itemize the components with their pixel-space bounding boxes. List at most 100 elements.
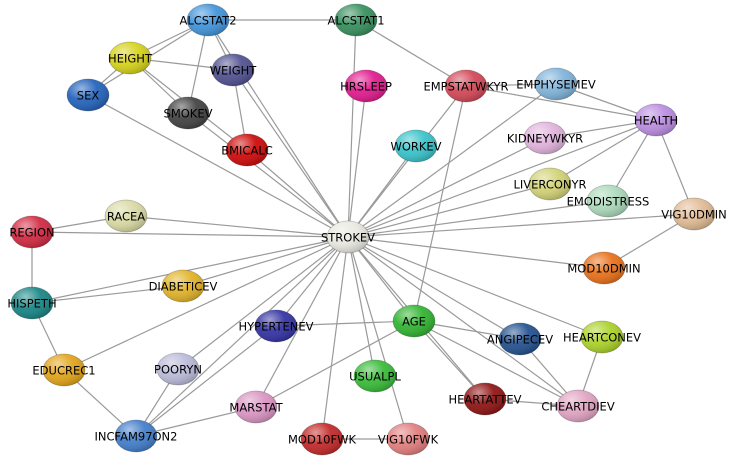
edge-vig10fwk-strokev: [347, 236, 409, 440]
edge-age-strokev: [347, 236, 415, 322]
node-region[interactable]: REGION: [9, 215, 55, 249]
node-sheen: [67, 79, 109, 111]
node-sheen: [445, 70, 487, 102]
edge-heartconev-strokev: [347, 236, 603, 338]
edge-bmicalc-strokev: [246, 149, 349, 238]
edge-age-marstat: [255, 320, 415, 408]
node-vig10dmin[interactable]: VIG10DMIN: [661, 197, 727, 231]
node-racea[interactable]: RACEA: [104, 199, 148, 233]
node-sheen: [301, 423, 343, 455]
node-sheen: [587, 185, 629, 217]
node-sheen: [335, 4, 377, 36]
node-sheen: [255, 310, 297, 342]
node-empstatwkyr[interactable]: EMPSTATWKYR: [423, 69, 509, 103]
edge-cheartdiev-strokev: [347, 236, 579, 407]
node-emodistress[interactable]: EMODISTRESS: [567, 184, 650, 218]
node-workev[interactable]: WORKEV: [390, 129, 442, 163]
edge-kidneywkyr-strokev: [347, 137, 546, 238]
node-sheen: [212, 54, 254, 86]
edge-angipecev-strokev: [347, 236, 521, 340]
node-sheen: [387, 423, 429, 455]
node-usualpl[interactable]: USUALPL: [349, 359, 401, 393]
edge-liverconyr-strokev: [347, 183, 551, 238]
node-height[interactable]: HEIGHT: [108, 41, 153, 75]
node-sheen: [11, 287, 53, 319]
node-kidneywkyr[interactable]: KIDNEYWKYR: [507, 121, 583, 155]
node-sheen: [105, 200, 147, 232]
node-sheen: [345, 70, 387, 102]
node-sheen: [11, 216, 53, 248]
edge-pooryn-strokev: [177, 236, 349, 370]
node-age[interactable]: AGE: [392, 304, 436, 338]
node-incfam97on2[interactable]: INCFAM97ON2: [95, 419, 178, 453]
edge-educrec1-strokev: [63, 236, 349, 371]
edge-region-strokev: [31, 231, 349, 238]
edge-weight-strokev: [232, 69, 349, 238]
node-angipecev[interactable]: ANGIPECEV: [487, 322, 553, 356]
edge-mod10fwk-strokev: [321, 236, 349, 440]
edge-empstatwkyr-age: [413, 85, 467, 322]
node-health[interactable]: HEALTH: [634, 103, 678, 137]
edge-health-strokev: [347, 119, 657, 238]
node-alcstat2[interactable]: ALCSTAT2: [179, 3, 237, 37]
node-sheen: [327, 221, 369, 253]
node-sheen: [109, 42, 151, 74]
node-bmicalc[interactable]: BMICALC: [221, 133, 273, 167]
edge-usualpl-strokev: [347, 236, 376, 377]
node-diabeticev[interactable]: DIABETICEV: [149, 269, 218, 303]
node-sheen: [673, 198, 715, 230]
node-sheen: [395, 130, 437, 162]
node-hispeth[interactable]: HISPETH: [7, 286, 57, 320]
node-weight[interactable]: WEIGHT: [210, 53, 258, 87]
edge-sex-strokev: [87, 94, 349, 238]
node-sheen: [499, 323, 541, 355]
node-sheen: [157, 353, 199, 385]
edge-hypertenev-incfam97on2: [135, 325, 277, 437]
edge-workev-strokev: [347, 145, 417, 238]
edge-marstat-strokev: [255, 236, 349, 408]
node-sheen: [187, 4, 229, 36]
node-sheen: [354, 360, 396, 392]
edge-alcstat1-strokev: [347, 19, 357, 238]
edge-age-cheartdiev: [413, 320, 579, 407]
node-liverconyr[interactable]: LIVERCONYR: [513, 167, 587, 201]
edge-health-vig10dmin: [655, 119, 695, 215]
node-educrec1[interactable]: EDUCREC1: [32, 353, 96, 387]
node-sheen: [583, 252, 625, 284]
node-sheen: [43, 354, 85, 386]
node-sheen: [524, 122, 566, 154]
edge-vig10dmin-strokev: [347, 213, 695, 238]
node-sheen: [557, 390, 599, 422]
node-sheen: [115, 420, 157, 452]
edge-hispeth-strokev: [31, 236, 349, 304]
node-smokev[interactable]: SMOKEV: [164, 96, 213, 130]
node-alcstat1[interactable]: ALCSTAT1: [327, 3, 385, 37]
node-heartattev[interactable]: HEARTATTEV: [448, 382, 522, 416]
node-mod10dmin[interactable]: MOD10DMIN: [567, 251, 641, 285]
node-sex[interactable]: SEX: [66, 78, 110, 112]
node-sheen: [635, 104, 677, 136]
edge-emodistress-strokev: [347, 200, 609, 238]
edge-smokev-strokev: [187, 112, 349, 238]
node-emphysemev[interactable]: EMPHYSEMEV: [516, 67, 596, 101]
node-sheen: [535, 68, 577, 100]
edge-health-liverconyr: [549, 119, 657, 185]
node-sheen: [167, 97, 209, 129]
node-sheen: [529, 168, 571, 200]
edge-racea-strokev: [125, 215, 349, 238]
node-hrsleep[interactable]: HRSLEEP: [340, 69, 392, 103]
node-cheartdiev[interactable]: CHEARTDIEV: [541, 389, 615, 423]
edge-hispeth-diabeticev: [31, 285, 184, 304]
edge-mod10dmin-strokev: [347, 236, 605, 269]
edge-hrsleep-strokev: [347, 85, 367, 238]
edge-alcstat1-empstatwkyr: [355, 19, 467, 87]
node-hypertenev[interactable]: HYPERTENEV: [238, 309, 314, 343]
edge-emphysemev-strokev: [347, 83, 557, 238]
edge-incfam97on2-strokev: [135, 236, 349, 437]
node-sheen: [226, 134, 268, 166]
node-sheen: [393, 305, 435, 337]
node-vig10fwk[interactable]: VIG10FWK: [378, 422, 439, 456]
node-sheen: [464, 383, 506, 415]
edge-empstatwkyr-strokev: [347, 85, 467, 238]
